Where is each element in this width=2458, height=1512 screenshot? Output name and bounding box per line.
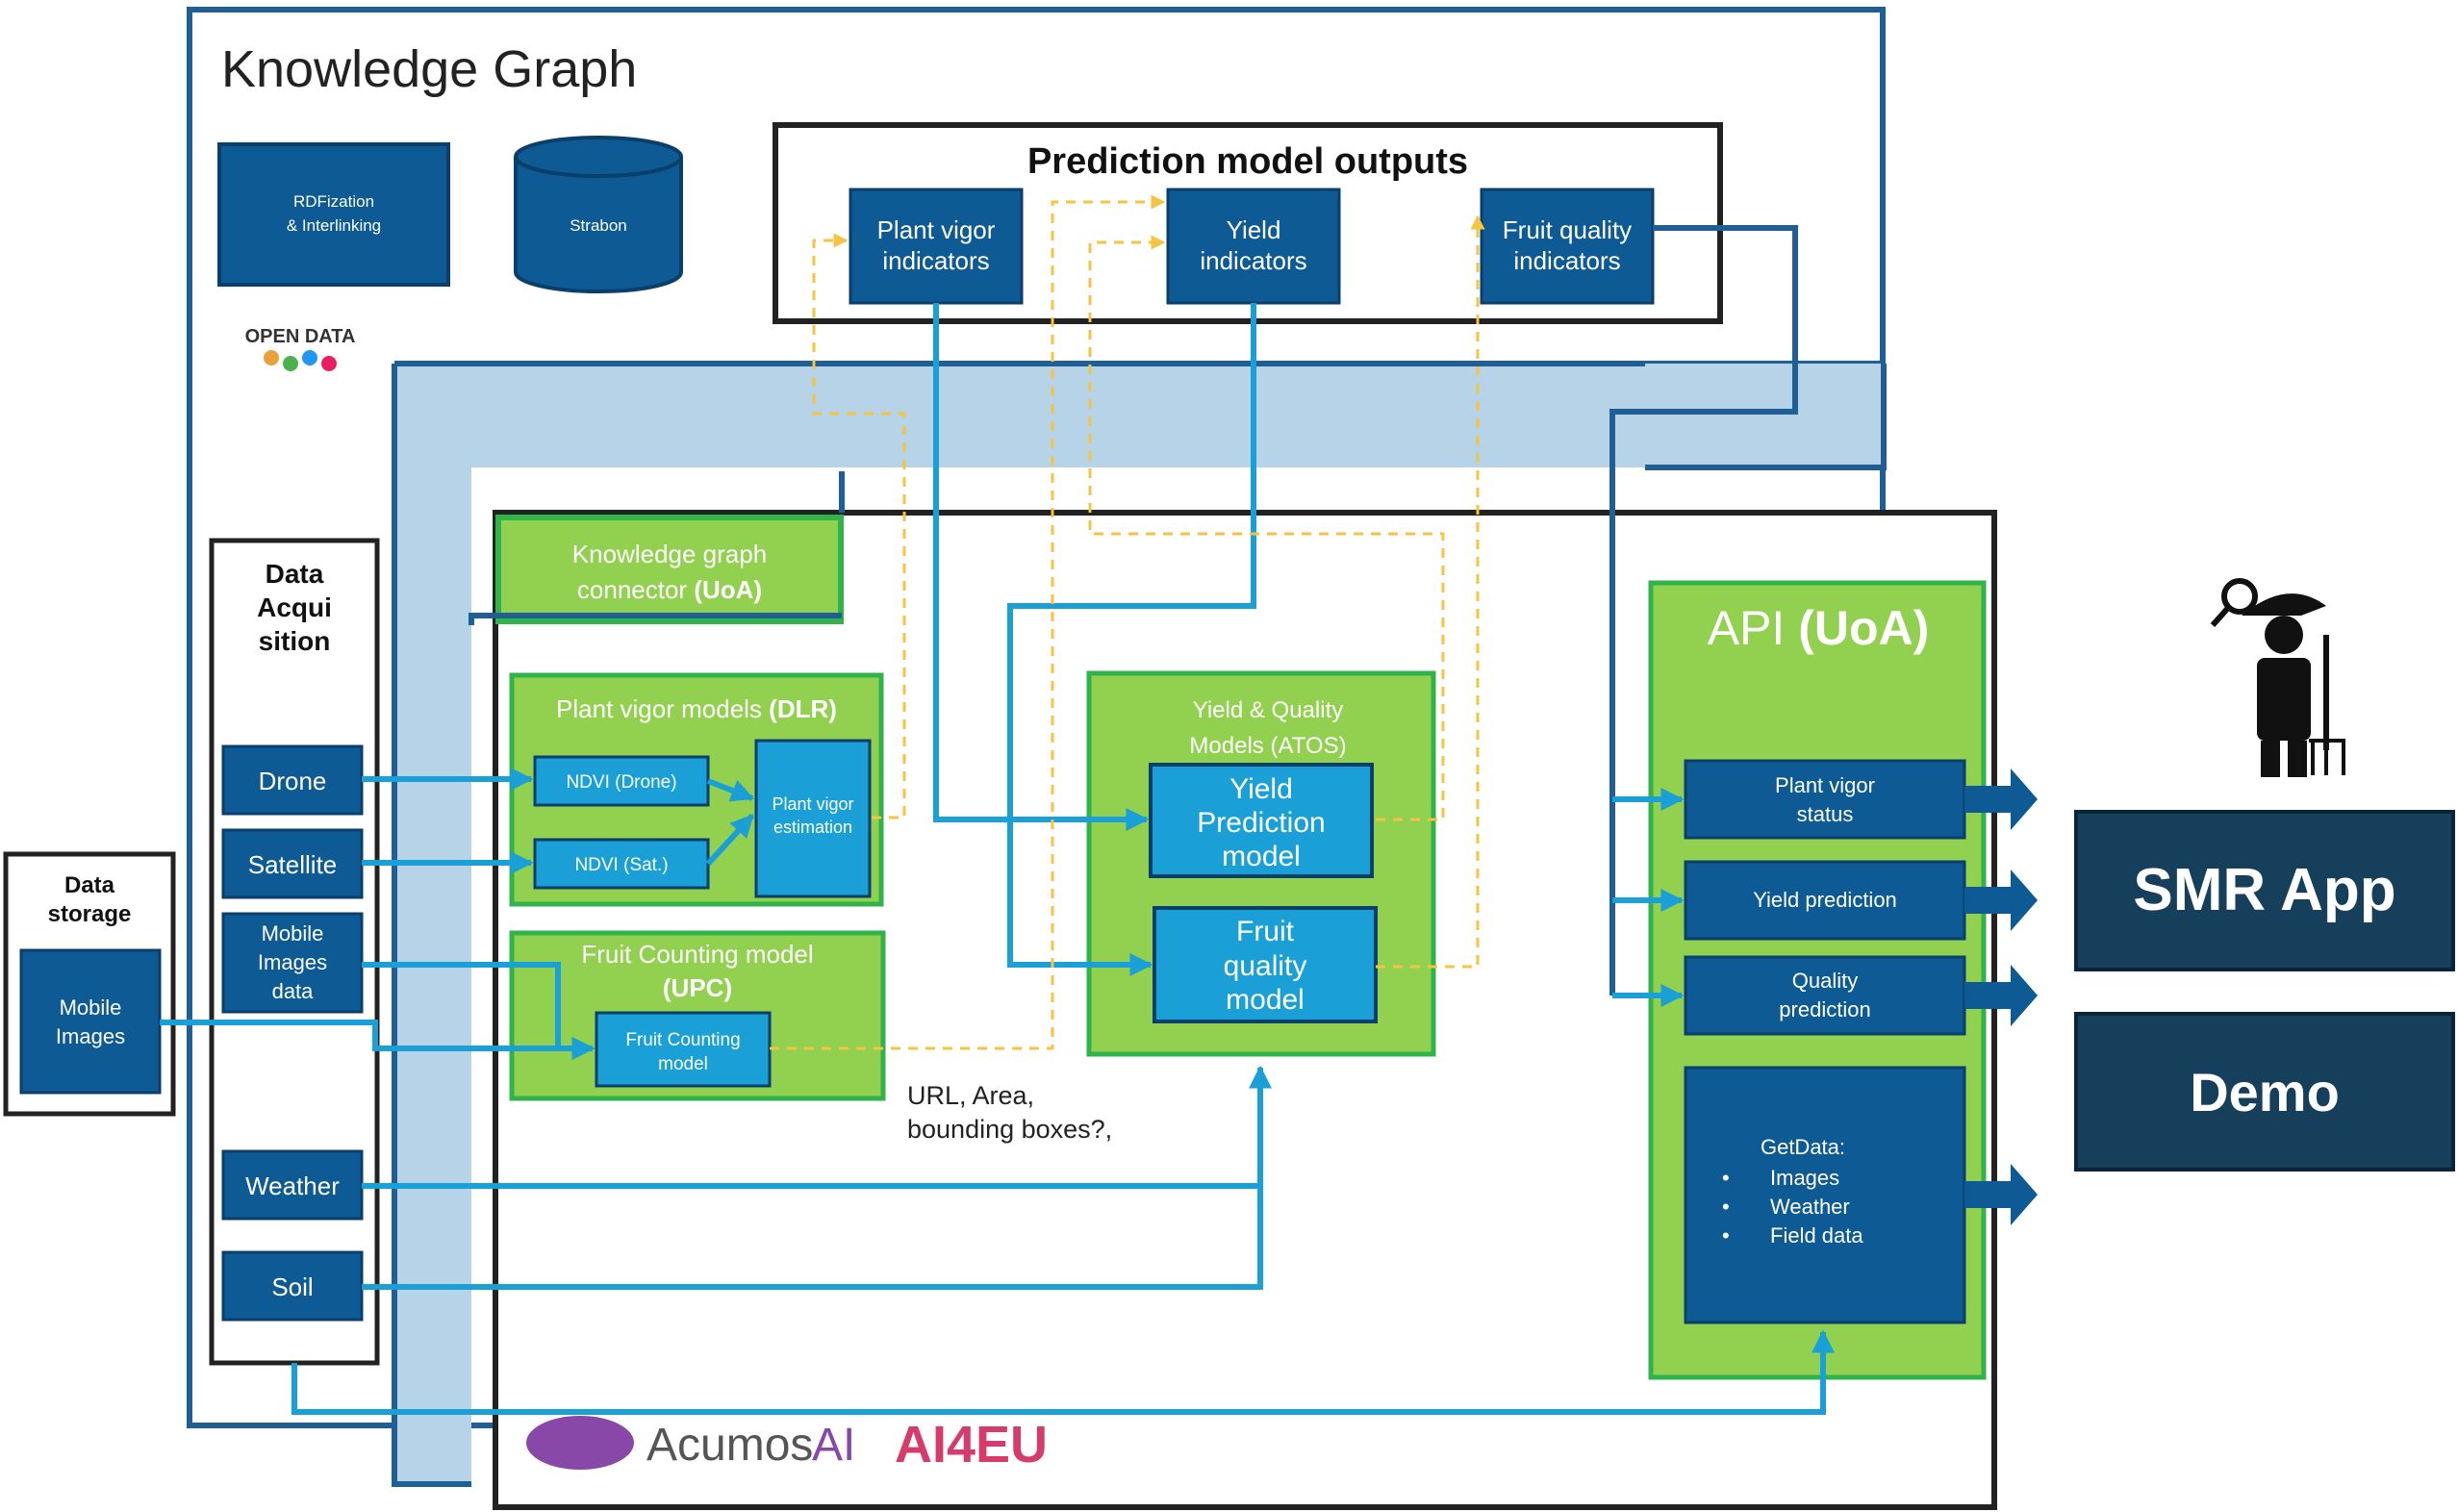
kg-connector-label-2: connector (UoA) — [577, 575, 762, 604]
api-getdata-title: GetData: — [1761, 1135, 1845, 1159]
ndvi-sat-box — [533, 838, 710, 890]
satellite-source-label: Satellite — [248, 850, 338, 879]
fruit-quality-model-box — [1153, 906, 1378, 1023]
kg-to-api-connectors — [469, 225, 1798, 995]
data-storage-title-2: storage — [48, 901, 132, 927]
fruit-counting-models-org: (UPC) — [663, 973, 732, 1002]
ndvi-sat-label: NDVI (Sat.) — [574, 855, 668, 875]
knowledge-graph-bus — [392, 361, 1884, 1487]
strabon-label: Strabon — [570, 216, 627, 235]
rdfization-label-2: & Interlinking — [287, 216, 381, 235]
fruit-quality-model-label-2: quality — [1224, 950, 1307, 982]
drone-source-box — [221, 744, 364, 816]
acumos-logo: Acumos AI — [526, 1416, 855, 1471]
api-output-arrows — [1964, 769, 2038, 1225]
api-getdata-item-1: Images — [1770, 1166, 1839, 1190]
smr-app-label: SMR App — [2133, 857, 2395, 923]
smr-app-button[interactable] — [2074, 810, 2455, 971]
fruit-counting-model-box — [595, 1011, 772, 1088]
yield-prediction-model-label-1: Yield — [1229, 773, 1293, 805]
svg-text:AI: AI — [812, 1420, 855, 1471]
weather-source-label: Weather — [245, 1172, 340, 1200]
mobile-images-source-label-2: Images — [258, 950, 327, 974]
drone-source-label: Drone — [259, 767, 327, 795]
api-getdata-item-2: Weather — [1770, 1195, 1850, 1219]
api-plant-vigor-status-label-2: status — [1797, 802, 1854, 826]
api-plant-vigor-status-box[interactable] — [1684, 759, 1966, 840]
fruit-quality-indicators-label-2: indicators — [1513, 246, 1620, 275]
yield-indicators-box — [1166, 188, 1341, 305]
mobile-images-source-label-3: data — [272, 979, 315, 1003]
yield-prediction-model-box — [1149, 763, 1374, 878]
api-title: API (UoA) — [1708, 601, 1930, 655]
knowledge-graph-title: Knowledge Graph — [221, 40, 637, 98]
soil-source-box — [221, 1250, 364, 1322]
dashed-output-connectors — [770, 194, 1485, 1050]
data-flow-connectors — [160, 303, 1835, 1415]
plant-vigor-estimation-box — [754, 739, 872, 898]
api-getdata-bullet-1: • — [1722, 1166, 1730, 1190]
fruit-counting-models-title: Fruit Counting model — [581, 940, 813, 969]
svg-text:Acumos: Acumos — [646, 1420, 813, 1471]
rdfization-box — [217, 142, 450, 287]
farmer-icon — [2210, 578, 2345, 777]
prediction-outputs-title: Prediction model outputs — [1027, 141, 1468, 182]
plant-vigor-indicators-label-2: indicators — [882, 246, 989, 275]
api-getdata-bullet-3: • — [1722, 1223, 1730, 1247]
yield-prediction-model-label-3: model — [1222, 841, 1301, 872]
ndvi-drone-label: NDVI (Drone) — [566, 772, 676, 793]
api-yield-prediction-box[interactable] — [1684, 860, 1966, 941]
api-getdata-item-3: Field data — [1770, 1223, 1863, 1247]
api-quality-prediction-box[interactable] — [1684, 955, 1966, 1036]
fruit-counting-model-label-2: model — [658, 1054, 708, 1074]
api-quality-prediction-label-2: prediction — [1779, 997, 1870, 1021]
data-storage-title-1: Data — [64, 872, 115, 898]
ndvi-drone-box — [533, 755, 710, 807]
demo-button[interactable] — [2074, 1012, 2455, 1172]
open-data-logo: OPEN DATA — [245, 326, 356, 371]
kg-connector-label-1: Knowledge graph — [572, 540, 767, 568]
plant-vigor-estimation-label-2: estimation — [773, 818, 852, 837]
strabon-database-icon — [514, 136, 683, 293]
soil-source-label: Soil — [271, 1273, 313, 1301]
url-note-line-2: bounding boxes?, — [907, 1115, 1112, 1144]
yield-quality-models-title-2: Models (ATOS) — [1189, 733, 1346, 759]
kg-to-api-arrowheads — [1612, 788, 1685, 1007]
yield-indicators-label-1: Yield — [1227, 215, 1281, 244]
kg-connector-box — [495, 515, 844, 624]
data-acquisition-title-2: Acqui — [257, 592, 332, 622]
data-acquisition-title-1: Data — [266, 559, 324, 589]
api-yield-prediction-label: Yield prediction — [1753, 888, 1897, 912]
demo-label: Demo — [2190, 1062, 2340, 1122]
mobile-images-storage-label-2: Images — [56, 1024, 125, 1048]
url-note-line-1: URL, Area, — [907, 1081, 1034, 1110]
mobile-images-source-label-1: Mobile — [262, 921, 324, 945]
mobile-images-source-box — [221, 912, 364, 1014]
data-acquisition-title-3: sition — [259, 626, 331, 656]
fruit-counting-model-label-1: Fruit Counting — [625, 1030, 740, 1050]
plant-vigor-indicators-box — [849, 188, 1024, 305]
yield-indicators-label-2: indicators — [1200, 246, 1306, 275]
fruit-quality-indicators-box — [1480, 188, 1655, 305]
api-getdata-bullet-2: • — [1722, 1195, 1730, 1219]
plant-vigor-estimation-label-1: Plant vigor — [772, 794, 853, 814]
plant-vigor-indicators-label-1: Plant vigor — [877, 215, 996, 244]
api-quality-prediction-label-1: Quality — [1792, 969, 1858, 993]
api-plant-vigor-status-label-1: Plant vigor — [1775, 773, 1875, 797]
api-getdata-box[interactable] — [1684, 1066, 1966, 1324]
plant-vigor-models-title: Plant vigor models (DLR) — [556, 694, 837, 723]
rdfization-label-1: RDFization — [293, 192, 374, 211]
mobile-images-storage-label-1: Mobile — [60, 995, 122, 1020]
ai4eu-logo: AI4EU — [895, 1416, 1048, 1474]
svg-text:OPEN DATA: OPEN DATA — [245, 326, 356, 347]
fruit-quality-indicators-label-1: Fruit quality — [1503, 215, 1632, 244]
fruit-quality-model-label-3: model — [1226, 984, 1305, 1016]
yield-prediction-model-label-2: Prediction — [1197, 807, 1325, 839]
fruit-quality-model-label-1: Fruit — [1236, 916, 1295, 947]
yield-quality-models-title-1: Yield & Quality — [1193, 697, 1344, 723]
mobile-images-storage-box — [19, 948, 162, 1095]
svg-text:AI4EU: AI4EU — [895, 1416, 1048, 1474]
